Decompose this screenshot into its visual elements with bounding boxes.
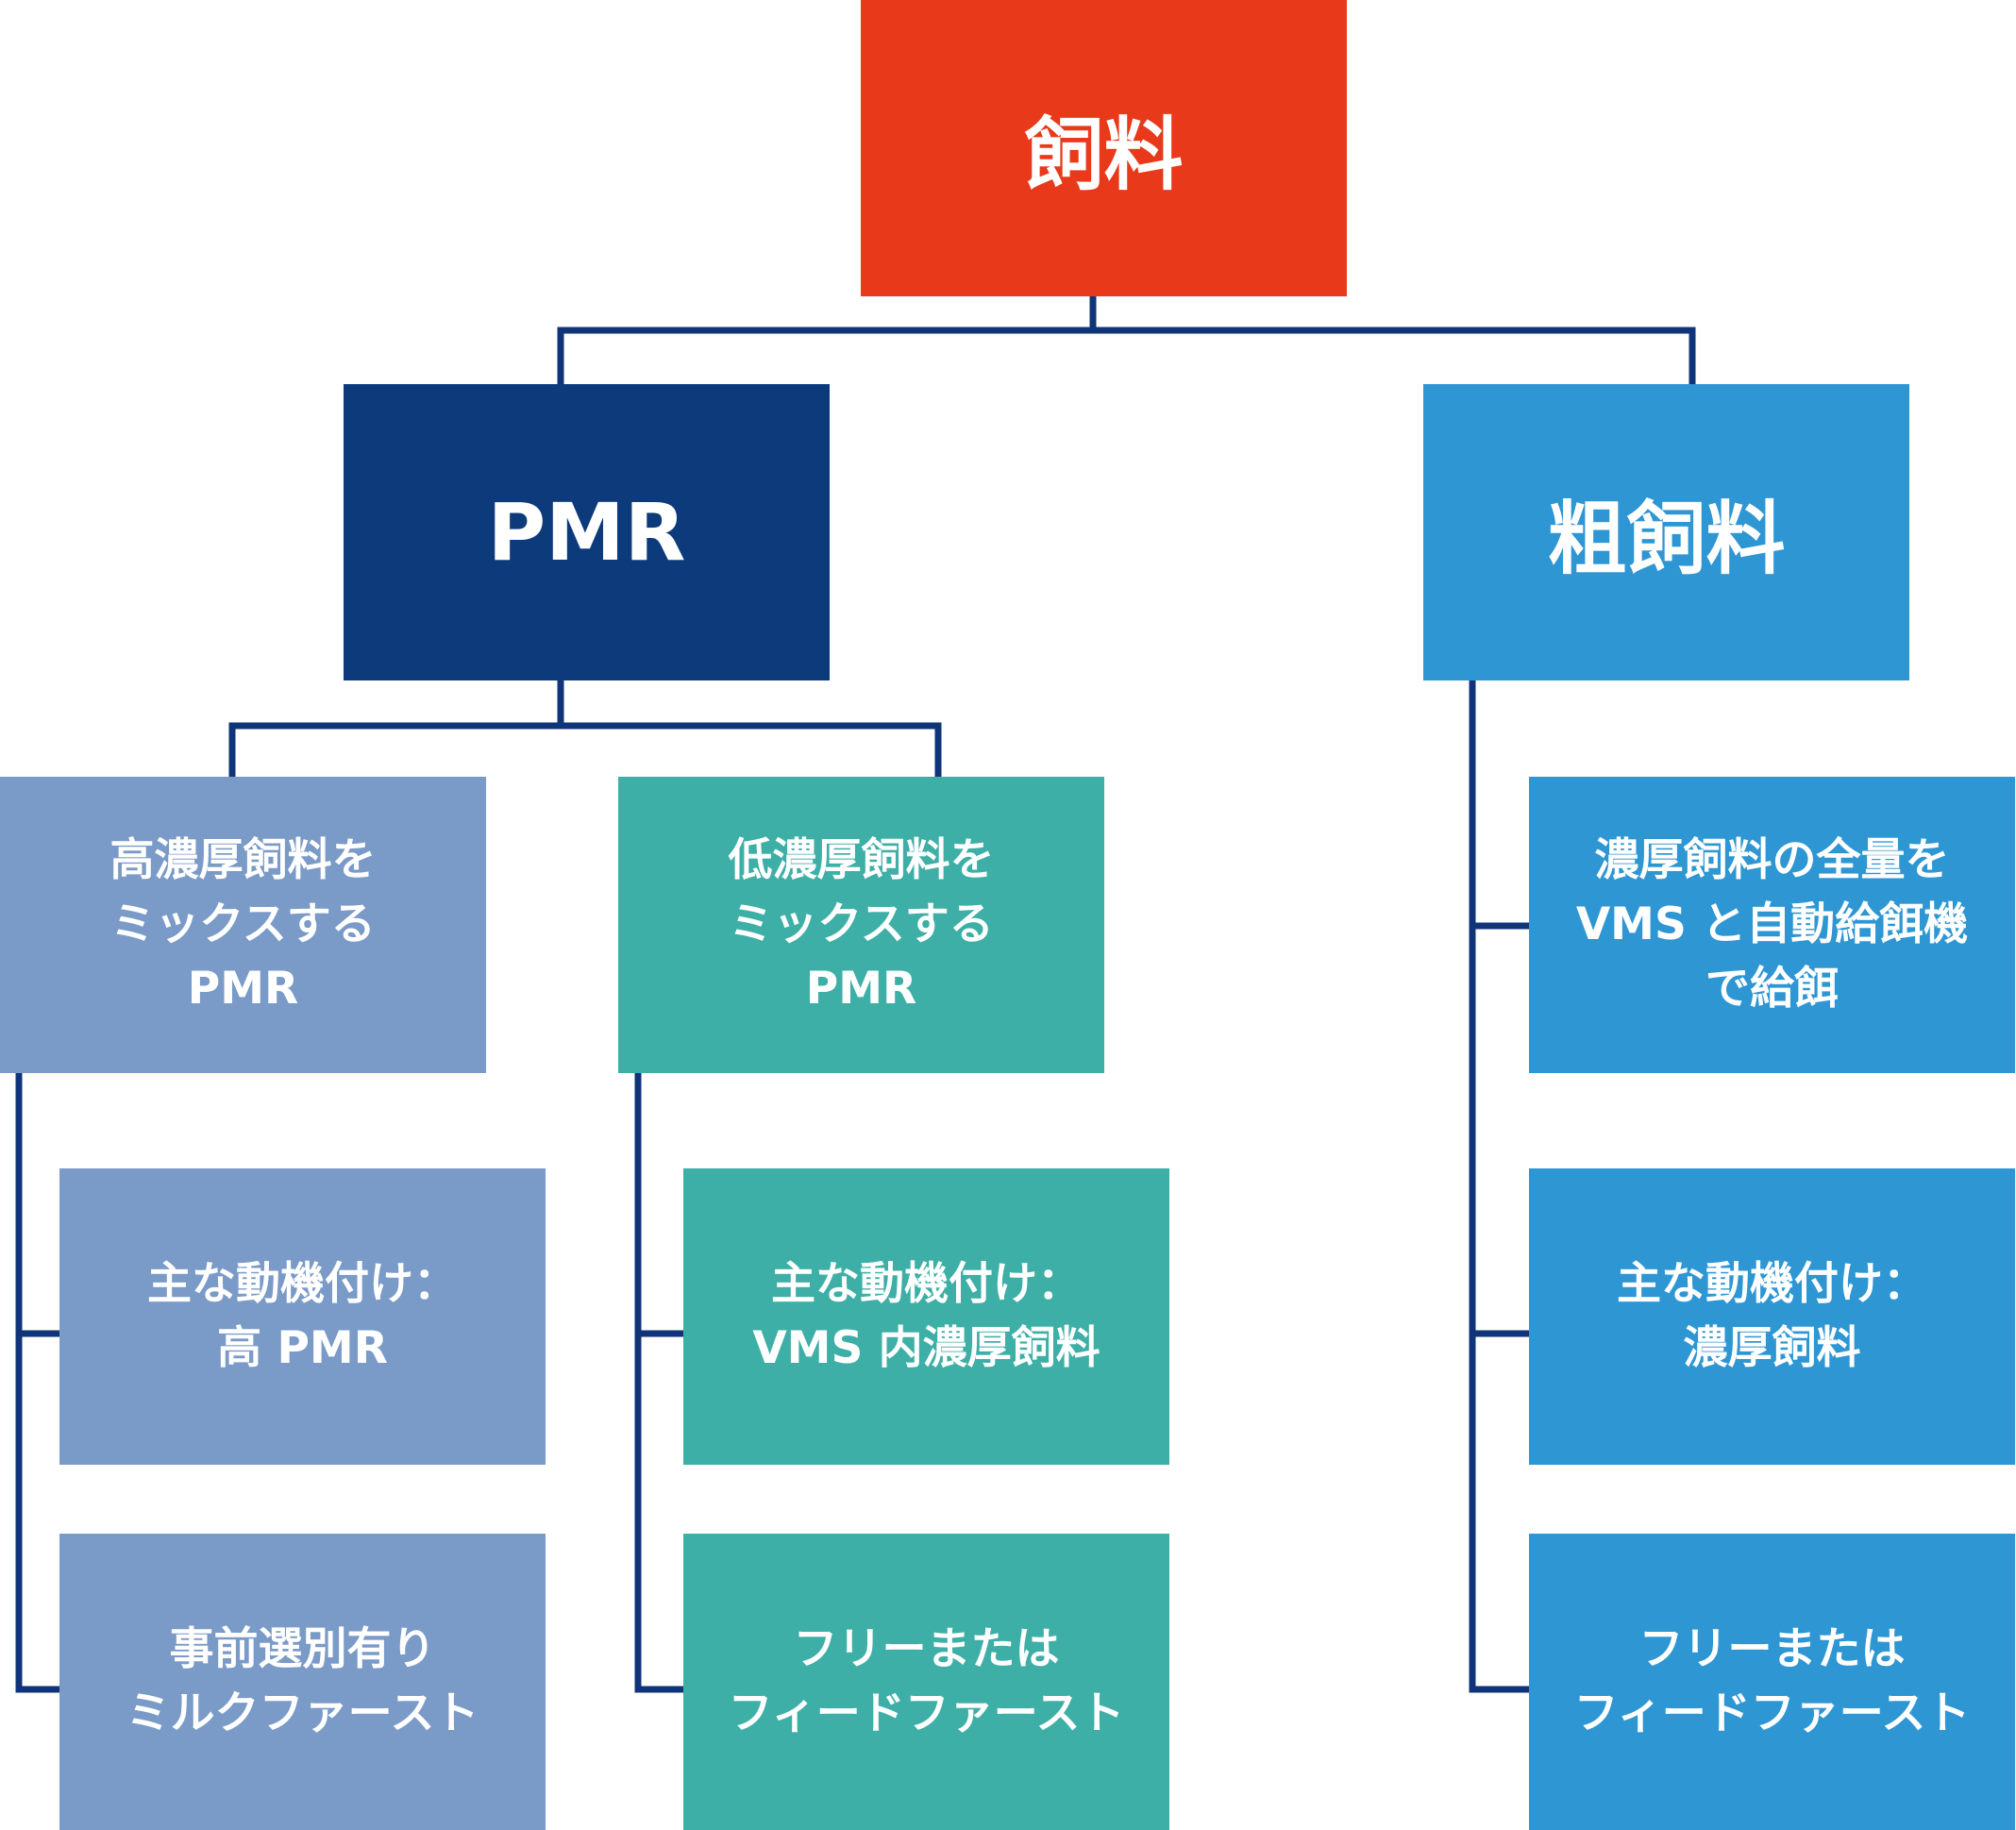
roughage-traffic-label: フリーまたは フィードファースト (1573, 1623, 1971, 1739)
roughage-motivation-label: 主な動機付け： 濃厚飼料 (1617, 1258, 1927, 1374)
high-motivation-node: 主な動機付け： 高 PMR (59, 1168, 546, 1465)
low-concentrate-pmr-node: 低濃厚飼料を ミックスする PMR (618, 777, 1104, 1073)
high-concentrate-pmr-label: 高濃厚飼料を ミックスする PMR (109, 834, 377, 1015)
roughage-node: 粗飼料 (1423, 384, 1909, 680)
root-label: 飼料 (1024, 108, 1184, 201)
low-motivation-label: 主な動機付け： VMS 内濃厚飼料 (752, 1258, 1100, 1374)
roughage-label: 粗飼料 (1547, 492, 1786, 585)
pmr-node: PMR (344, 384, 830, 680)
all-concentrate-node: 濃厚飼料の全量を VMS と自動給餌機 で給餌 (1529, 777, 2015, 1073)
low-traffic-node: フリーまたは フィードファースト (683, 1534, 1169, 1830)
pmr-label: PMR (487, 486, 686, 579)
root-node-feed: 飼料 (861, 0, 1347, 296)
all-concentrate-label: 濃厚飼料の全量を VMS と自動給餌機 で給餌 (1575, 834, 1969, 1015)
high-concentrate-pmr-node: 高濃厚飼料を ミックスする PMR (0, 777, 486, 1073)
high-motivation-label: 主な動機付け： 高 PMR (147, 1258, 458, 1374)
low-concentrate-pmr-label: 低濃厚飼料を ミックスする PMR (728, 834, 995, 1015)
low-motivation-node: 主な動機付け： VMS 内濃厚飼料 (683, 1168, 1169, 1465)
roughage-motivation-node: 主な動機付け： 濃厚飼料 (1529, 1168, 2015, 1465)
low-traffic-label: フリーまたは フィードファースト (728, 1623, 1125, 1739)
roughage-traffic-node: フリーまたは フィードファースト (1529, 1534, 2015, 1830)
high-traffic-node: 事前選別有り ミルクファースト (59, 1534, 546, 1830)
high-traffic-label: 事前選別有り ミルクファースト (126, 1623, 479, 1739)
